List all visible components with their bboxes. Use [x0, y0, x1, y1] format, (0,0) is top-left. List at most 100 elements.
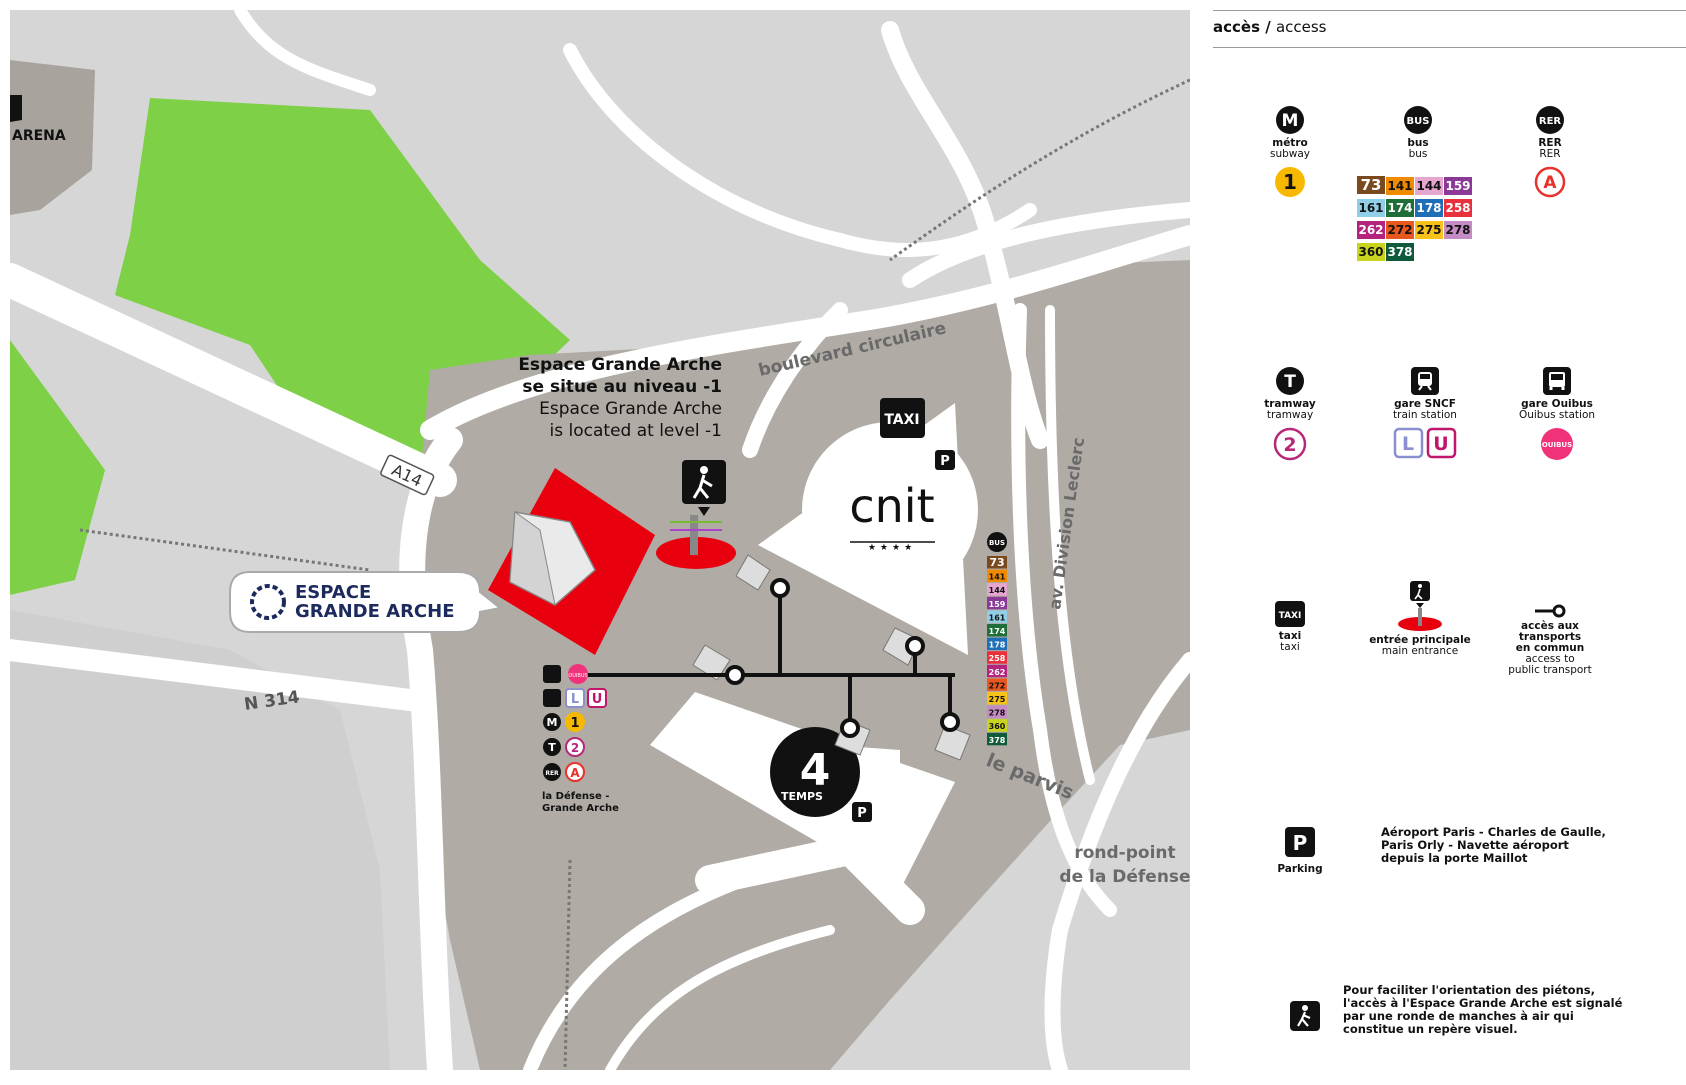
metro-subtitle: subway	[1269, 148, 1311, 160]
espace-logo-text-2: GRANDE ARCHE	[295, 601, 455, 622]
bus-line-badge-272: 272	[1386, 221, 1414, 239]
bus-line-badge-174: 174	[1386, 199, 1414, 217]
ouibus-logo-icon: OUIBUS	[1541, 428, 1573, 460]
svg-text:T: T	[548, 741, 556, 754]
map-bus-badge-275	[987, 692, 1007, 705]
espace-logo-text-1: ESPACE	[295, 582, 371, 603]
svg-text:RER: RER	[1539, 116, 1562, 127]
metro-line-1-icon: 1	[1275, 167, 1305, 197]
legend-taxi: TAXI taxi taxi	[1250, 600, 1330, 653]
main-entrance-icon	[1398, 581, 1442, 631]
taxi-stand-marker: TAXI	[880, 398, 925, 438]
svg-text:P: P	[1293, 831, 1308, 855]
taxi-subtitle: taxi	[1280, 641, 1300, 653]
quatre-temps-number: 4	[800, 745, 831, 796]
legend-title: accès / access	[1213, 18, 1327, 36]
rondpoint-label-2: de la Défense	[1059, 867, 1190, 887]
plaza-area	[415, 260, 1190, 1070]
map-bus-number-178: 178	[989, 641, 1006, 650]
quatre-temps-building: 4 TEMPS P	[650, 692, 955, 890]
map-bus-badge-272	[987, 678, 1007, 691]
cnit-building: cnit ★★★★	[758, 403, 978, 655]
bus-icon: BUS	[1404, 106, 1432, 134]
bus-line-badge-73: 73	[1357, 176, 1385, 194]
svg-text:T: T	[1284, 372, 1296, 392]
map-bus-number-161: 161	[989, 613, 1006, 622]
bus-line-badge-378: 378	[1386, 243, 1414, 261]
svg-text:L: L	[1402, 433, 1414, 455]
bus-stop-column: BUS 731411441591611741782582622722752783…	[987, 532, 1007, 746]
svg-text:TAXI: TAXI	[1279, 611, 1302, 621]
legend-sncf: gare SNCF train station L U	[1375, 366, 1475, 462]
map-bus-badge-360	[987, 719, 1007, 732]
bus-line-badge-144: 144	[1415, 177, 1443, 195]
sncf-lines-icon: L U	[1393, 427, 1457, 459]
tram-title: tramway	[1264, 398, 1316, 410]
coach-icon	[1543, 367, 1571, 395]
railway-west	[79, 528, 371, 572]
espace-logo-icon	[250, 584, 286, 620]
map-bus-badge-73	[987, 556, 1007, 569]
svg-text:A: A	[1543, 173, 1557, 193]
cnit-parking-marker: P	[935, 450, 955, 470]
map-bus-number-141: 141	[989, 573, 1006, 582]
bus-line-badge-141: 141	[1386, 177, 1414, 195]
map-bus-badge-161	[987, 610, 1007, 623]
map-bus-badge-178	[987, 637, 1007, 651]
svg-text:1: 1	[1283, 170, 1297, 194]
map-bus-number-272: 272	[989, 681, 1006, 690]
railway-south	[563, 859, 572, 1070]
svg-text:OUIBUS: OUIBUS	[568, 673, 587, 679]
level-note-fr-2: se situe au niveau -1	[522, 377, 722, 397]
transport-access-node-icon	[1535, 604, 1566, 618]
map-bus-badge-278	[987, 705, 1007, 719]
level-note-en-2: is located at level -1	[550, 421, 722, 441]
taxi-stand-label: TAXI	[884, 412, 919, 428]
sncf-subtitle: train station	[1393, 409, 1457, 421]
bus-line-badge-159: 159	[1444, 177, 1472, 195]
sncf-title: gare SNCF	[1394, 398, 1456, 410]
map-bus-badge-144	[987, 583, 1007, 596]
station-name-2: Grande Arche	[542, 803, 619, 814]
bus-line-badge-258: 258	[1444, 199, 1472, 217]
arena-label: ARENA	[12, 128, 66, 144]
bus-line-badge-178: 178	[1415, 199, 1443, 217]
map-bus-number-144: 144	[989, 586, 1006, 595]
tram-icon: T	[1276, 367, 1304, 395]
rer-title: RER	[1538, 137, 1562, 149]
level-note-fr-1: Espace Grande Arche	[518, 355, 722, 375]
map-bus-number-258: 258	[989, 654, 1006, 663]
airport-note: Aéroport Paris - Charles de Gaulle, Pari…	[1381, 825, 1606, 865]
svg-text:A: A	[570, 766, 580, 780]
lower-zone	[10, 610, 390, 1070]
station-icons: OUIBUS L U M 1 T 2 RER A la Défense - Gr…	[542, 664, 619, 814]
tram-line-2-icon: 2	[1273, 427, 1307, 461]
svg-text:M: M	[547, 716, 558, 729]
parking-icon: P	[1285, 827, 1315, 857]
map-bus-number-360: 360	[989, 722, 1006, 731]
rer-subtitle: RER	[1539, 148, 1561, 160]
map-bus-number-73: 73	[989, 556, 1004, 569]
bus-line-badge-262: 262	[1357, 221, 1385, 239]
quatre-temps-parking-label: P	[857, 806, 867, 821]
svg-text:2: 2	[1283, 434, 1296, 456]
pedestrian-note: Pour faciliter l'orientation des piétons…	[1343, 983, 1623, 1036]
legend-parking: P Parking	[1260, 826, 1340, 875]
svg-text:BUS: BUS	[1407, 116, 1430, 127]
map-bus-badge-262	[987, 664, 1007, 678]
parking-title: Parking	[1277, 863, 1323, 875]
cnit-stars: ★★★★	[868, 543, 916, 553]
railway-north	[889, 78, 1190, 262]
bus-line-badge-275: 275	[1415, 221, 1443, 239]
quatre-temps-word: TEMPS	[781, 790, 823, 803]
svg-text:RER: RER	[545, 770, 559, 777]
bus-line-badge-161: 161	[1357, 199, 1385, 217]
rer-line-a-icon: A	[1534, 166, 1566, 198]
legend-tramway: T tramway tramway 2	[1250, 366, 1330, 464]
map-bus-number-174: 174	[989, 627, 1006, 636]
walking-person-icon	[692, 474, 713, 499]
station-name-1: la Défense -	[542, 790, 609, 802]
transport-access-nodes	[725, 578, 960, 738]
taxi-title: taxi	[1278, 630, 1302, 642]
